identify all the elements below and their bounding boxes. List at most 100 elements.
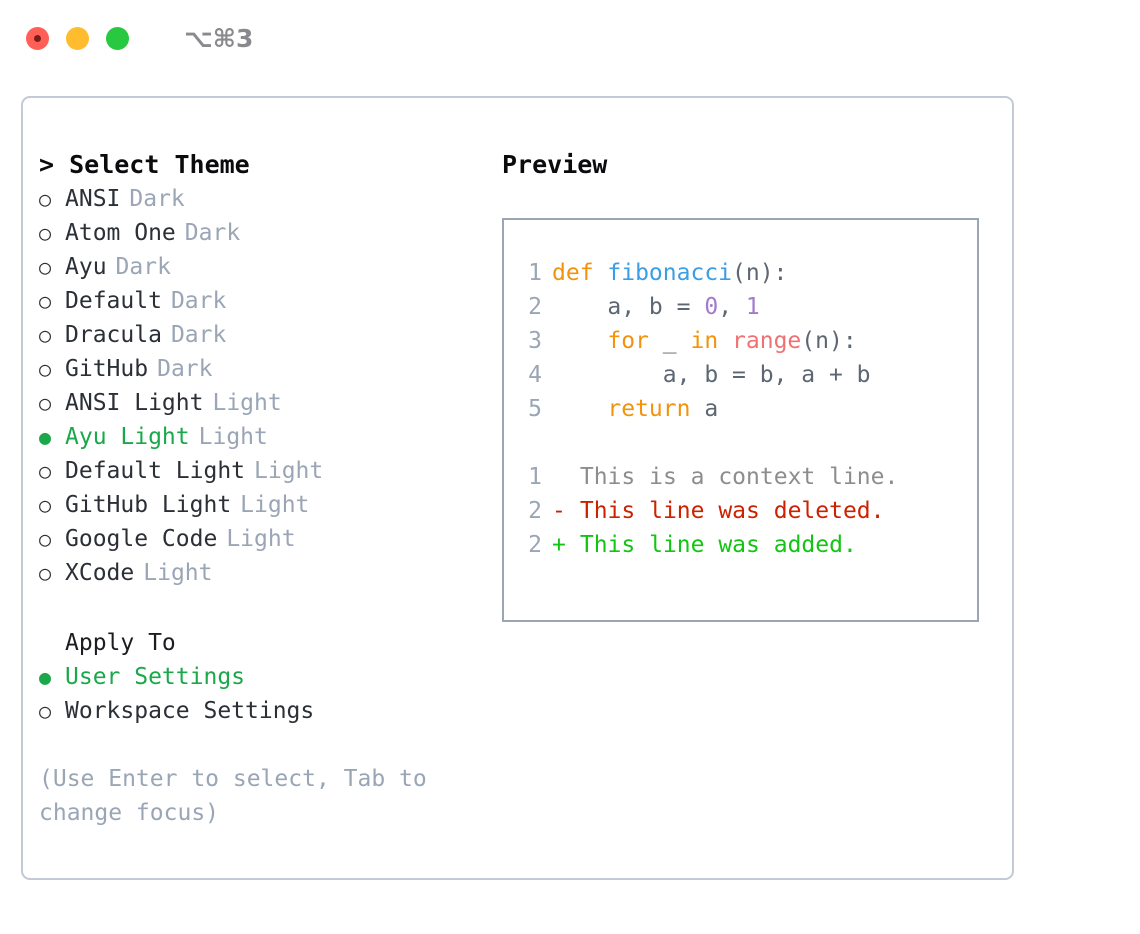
theme-variant-tag: Dark bbox=[170, 288, 227, 314]
keyboard-hint-text: (Use Enter to select, Tab to change focu… bbox=[39, 766, 427, 826]
line-number: 2 bbox=[528, 294, 542, 320]
line-number: 2 bbox=[528, 532, 542, 558]
theme-option-label: Atom One bbox=[65, 220, 176, 246]
code-line: 1 def fibonacci(n): bbox=[518, 256, 977, 290]
theme-option-label: ANSI bbox=[65, 186, 121, 212]
code-token-plain: _ bbox=[648, 328, 691, 354]
code-token-plain: a, b = b, a + b bbox=[552, 362, 871, 388]
theme-option-default[interactable]: ○ Default Dark bbox=[39, 284, 499, 318]
radio-unselected-icon: ○ bbox=[39, 561, 52, 585]
select-theme-heading: > Select Theme bbox=[39, 150, 250, 179]
radio-unselected-icon: ○ bbox=[39, 391, 52, 415]
code-token-plain bbox=[718, 328, 732, 354]
code-token-kw: return bbox=[607, 396, 691, 422]
theme-variant-tag: Light bbox=[198, 424, 268, 450]
code-token-num: 0 bbox=[704, 294, 719, 320]
line-number: 1 bbox=[528, 464, 542, 490]
code-token-kw: for bbox=[607, 328, 649, 354]
apply-to-heading: Apply To bbox=[65, 630, 176, 656]
theme-option-label: ANSI Light bbox=[65, 390, 204, 416]
close-window-icon[interactable] bbox=[26, 26, 49, 50]
theme-option-label: GitHub Light bbox=[65, 492, 232, 518]
code-token-kw: in bbox=[690, 328, 719, 354]
theme-option-label: Default Light bbox=[65, 458, 246, 484]
apply-to-option-label: Workspace Settings bbox=[65, 698, 315, 724]
line-number: 4 bbox=[528, 362, 542, 388]
maximize-window-icon[interactable] bbox=[106, 26, 129, 50]
diff-line-deleted: 2- This line was deleted. bbox=[518, 494, 977, 528]
radio-unselected-icon: ○ bbox=[39, 289, 52, 313]
minimize-window-icon[interactable] bbox=[66, 26, 89, 50]
diff-line-added: 2 + This line was added. bbox=[518, 528, 977, 562]
code-token-fn: fibonacci bbox=[607, 260, 733, 286]
title-bar: ⌥⌘3 bbox=[0, 0, 1140, 76]
diff-marker bbox=[552, 460, 566, 494]
code-token-built: range bbox=[732, 328, 802, 354]
code-token-plain bbox=[552, 328, 607, 354]
theme-option-ansi-light[interactable]: ○ ANSI Light Light bbox=[39, 386, 499, 420]
code-token-plain: , bbox=[718, 294, 746, 320]
theme-option-xcode[interactable]: ○ XCode Light bbox=[39, 556, 499, 590]
radio-unselected-icon: ○ bbox=[39, 459, 52, 483]
theme-option-label: Default bbox=[65, 288, 162, 314]
apply-to-option-workspace-settings[interactable]: ○Workspace Settings bbox=[39, 694, 499, 728]
diff-line-text: This is a context line. bbox=[579, 464, 899, 490]
code-token-punct: (n): bbox=[732, 260, 788, 286]
radio-unselected-icon: ○ bbox=[39, 357, 52, 381]
diff-marker: + bbox=[552, 532, 566, 558]
theme-option-atom-one[interactable]: ○ Atom One Dark bbox=[39, 216, 499, 250]
diff-line-text: This line was added. bbox=[579, 532, 857, 558]
diff-line-context: 1 This is a context line. bbox=[518, 460, 977, 494]
code-line: 5 return a bbox=[518, 392, 977, 426]
keyboard-shortcut-label: ⌥⌘3 bbox=[184, 23, 254, 53]
theme-variant-tag: Dark bbox=[184, 220, 241, 246]
code-token-kw: def bbox=[552, 260, 608, 286]
theme-variant-tag: Light bbox=[143, 560, 213, 586]
theme-variant-tag: Light bbox=[254, 458, 324, 484]
theme-variant-tag: Dark bbox=[115, 254, 171, 280]
code-line: 4 a, b = b, a + b bbox=[518, 358, 977, 392]
theme-option-default-light[interactable]: ○ Default Light Light bbox=[39, 454, 499, 488]
theme-option-ayu-light[interactable]: ● Ayu Light Light bbox=[39, 420, 499, 454]
theme-option-label: Ayu bbox=[65, 254, 107, 280]
theme-option-label: XCode bbox=[65, 560, 135, 586]
line-number: 1 bbox=[528, 260, 542, 286]
radio-unselected-icon: ○ bbox=[39, 527, 52, 551]
code-token-punct: (n): bbox=[801, 328, 857, 354]
diff-sample: 1 This is a context line.2- This line wa… bbox=[518, 460, 977, 562]
code-spacer bbox=[518, 426, 977, 460]
diff-marker: - bbox=[552, 498, 566, 524]
code-token-num: 1 bbox=[745, 294, 760, 320]
code-line: 2 a, b = 0, 1 bbox=[518, 290, 977, 324]
theme-option-label: Google Code bbox=[65, 526, 218, 552]
traffic-light-controls bbox=[26, 26, 129, 50]
theme-option-label: Dracula bbox=[65, 322, 162, 348]
radio-unselected-icon: ○ bbox=[39, 221, 52, 245]
line-number: 5 bbox=[528, 396, 542, 422]
radio-unselected-icon: ○ bbox=[39, 187, 52, 211]
apply-to-option-list[interactable]: ●User Settings○Workspace Settings bbox=[39, 660, 499, 728]
apply-to-option-user-settings[interactable]: ●User Settings bbox=[39, 660, 499, 694]
theme-variant-tag: Light bbox=[212, 390, 282, 416]
theme-option-label: Ayu Light bbox=[65, 424, 190, 450]
line-number: 2 bbox=[528, 498, 542, 524]
code-token-plain: a, b = bbox=[552, 294, 705, 320]
code-token-plain bbox=[552, 396, 607, 422]
preview-heading: Preview bbox=[502, 150, 608, 179]
theme-variant-tag: Dark bbox=[157, 356, 213, 382]
radio-selected-icon: ● bbox=[39, 425, 52, 449]
code-token-plain: a bbox=[690, 396, 719, 422]
